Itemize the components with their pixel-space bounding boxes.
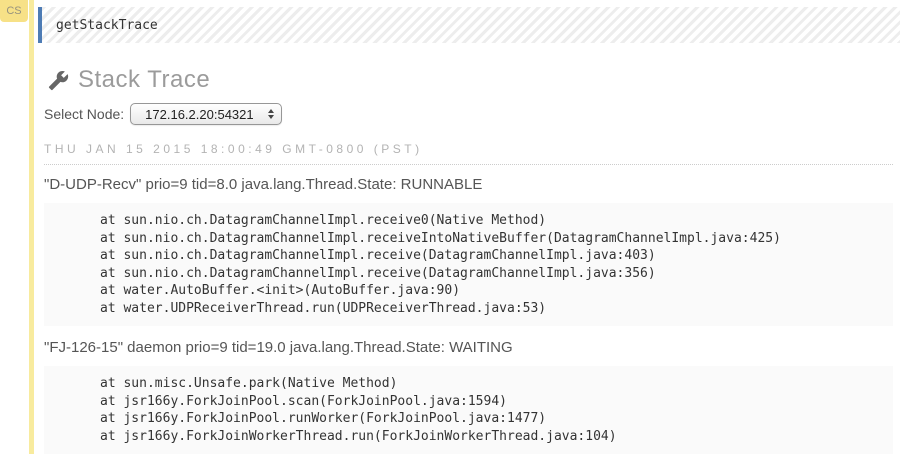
stack-frames-block: at sun.misc.Unsafe.park(Native Method) a… <box>44 366 893 454</box>
stack-frame: at sun.nio.ch.DatagramChannelImpl.receiv… <box>100 230 781 246</box>
select-node-label: Select Node: <box>44 106 125 122</box>
code-cell[interactable]: getStackTrace <box>38 7 900 43</box>
page-title: Stack Trace <box>48 66 893 94</box>
stack-frame: at jsr166y.ForkJoinPool.scan(ForkJoinPoo… <box>100 393 507 409</box>
thread-section: "D-UDP-Recv" prio=9 tid=8.0 java.lang.Th… <box>44 176 893 326</box>
cell-code-input[interactable]: getStackTrace <box>56 17 158 33</box>
stack-frame: at sun.misc.Unsafe.park(Native Method) <box>100 376 398 391</box>
stack-frame: at water.AutoBuffer.<init>(AutoBuffer.ja… <box>100 283 461 298</box>
wrench-icon <box>48 70 69 91</box>
stack-frame: at jsr166y.ForkJoinPool.runWorker(ForkJo… <box>100 411 547 426</box>
cell-output: Stack Trace Select Node: 172.16.2.20:543… <box>44 43 893 454</box>
stack-frame: at sun.nio.ch.DatagramChannelImpl.receiv… <box>100 213 547 228</box>
select-stepper-icon <box>267 108 274 120</box>
timestamp-heading: THU JAN 15 2015 18:00:49 GMT-0800 (PST) <box>44 142 893 165</box>
thread-header: "FJ-126-15" daemon prio=9 tid=19.0 java.… <box>44 339 513 356</box>
page-title-text: Stack Trace <box>78 66 211 93</box>
stack-frames-block: at sun.nio.ch.DatagramChannelImpl.receiv… <box>44 203 893 326</box>
stack-frame: at sun.nio.ch.DatagramChannelImpl.receiv… <box>100 265 656 281</box>
node-select-value: 172.16.2.20:54321 <box>145 106 254 122</box>
stack-frame: at sun.nio.ch.DatagramChannelImpl.receiv… <box>100 248 656 263</box>
cell-selection-rail[interactable] <box>29 0 34 454</box>
node-select[interactable]: 172.16.2.20:54321 <box>130 103 282 125</box>
stack-frame: at water.UDPReceiverThread.run(UDPReceiv… <box>100 300 547 316</box>
select-node-row: Select Node: 172.16.2.20:54321 <box>44 103 893 125</box>
thread-section: "FJ-126-15" daemon prio=9 tid=19.0 java.… <box>44 339 893 454</box>
cell-type-badge: CS <box>0 0 28 22</box>
stack-frame: at jsr166y.ForkJoinWorkerThread.run(Fork… <box>100 428 617 444</box>
thread-header: "D-UDP-Recv" prio=9 tid=8.0 java.lang.Th… <box>44 176 483 193</box>
